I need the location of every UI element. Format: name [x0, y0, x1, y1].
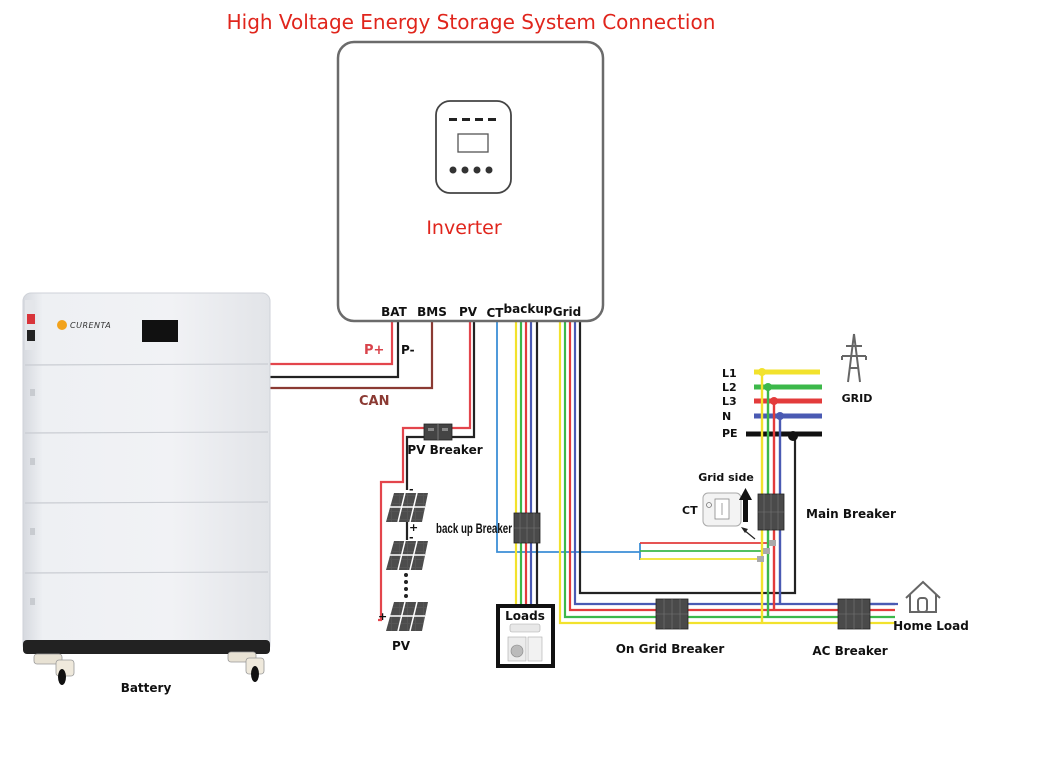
inverter: Inverter BAT BMS PV CT backup Grid [336, 40, 605, 323]
junction-l1 [758, 368, 766, 376]
grid-line-label: N [722, 410, 731, 423]
ct-sensor-icon [702, 492, 742, 527]
brand-logo: CURENTA [57, 320, 111, 330]
junction-l3 [770, 397, 778, 405]
p-minus-label: P- [401, 343, 415, 357]
on-grid-breaker [655, 598, 689, 630]
grid-line-label: PE [722, 427, 738, 440]
port-bms-label: BMS [417, 305, 447, 319]
grid-n-wire [573, 320, 895, 606]
grid-line-labels: L1 L2 L3 N PE [722, 367, 738, 440]
ac-breaker [837, 598, 871, 630]
pv-minus-1: - [409, 483, 414, 496]
port-grid-label: Grid [553, 305, 581, 319]
battery-body [22, 292, 271, 654]
inverter-button [473, 166, 481, 174]
pv-positive-wire [452, 320, 472, 430]
loads-box [496, 604, 555, 668]
grid-line-label: L3 [722, 395, 737, 408]
inverter-button [485, 166, 493, 174]
diagram-title: High Voltage Energy Storage System Conne… [227, 10, 716, 34]
battery-wheel-left [33, 653, 75, 685]
grid-l2-wire [563, 320, 895, 619]
pv-plus-3: + [378, 610, 387, 623]
pv-string-continuation-dots [404, 573, 408, 598]
port-bat-label: BAT [381, 305, 408, 319]
refrigerator-icon [527, 636, 543, 662]
can-wire [270, 320, 434, 390]
can-label: CAN [359, 394, 389, 409]
pv-breaker-out-positive [378, 426, 425, 622]
ac-breaker-label: AC Breaker [812, 644, 887, 658]
home-load-label: Home Load [893, 619, 969, 633]
air-conditioner-icon [509, 623, 541, 633]
inverter-screen [457, 133, 489, 153]
junction-n [776, 412, 784, 420]
loads-label: Loads [505, 609, 545, 623]
pv-panel-3 [386, 601, 428, 632]
grid-l3-wire [568, 320, 895, 612]
house-icon [905, 580, 941, 613]
main-breaker-label: Main Breaker [806, 507, 896, 521]
backup-breaker [513, 512, 541, 544]
wires [270, 320, 898, 625]
brand-name: CURENTA [70, 321, 111, 330]
pv-panel-2 [386, 540, 428, 571]
pv-negative-wire [452, 320, 476, 439]
battery-terminal-negative [27, 330, 35, 341]
inverter-label: Inverter [426, 217, 502, 239]
ct-label: CT [682, 504, 698, 517]
port-ct-label: CT [487, 306, 505, 320]
inverter-button [449, 166, 457, 174]
grid-line-label: L1 [722, 367, 737, 380]
battery-display [142, 320, 178, 342]
transmission-tower-icon [841, 333, 867, 383]
battery-positive-wire [270, 320, 394, 366]
battery-terminal-positive [27, 314, 35, 324]
grid-label: GRID [842, 392, 873, 405]
pv-minus-2: - [409, 531, 414, 544]
inverter-button [461, 166, 469, 174]
pv-breaker-label: PV Breaker [407, 443, 482, 457]
on-grid-breaker-label: On Grid Breaker [616, 642, 725, 656]
grid-line-label: L2 [722, 381, 737, 394]
battery-negative-wire [270, 320, 400, 379]
pv-panel-1 [386, 492, 428, 523]
pv-array-label: PV [392, 639, 411, 653]
grid-pe-wire [578, 320, 797, 595]
port-pv-label: PV [459, 305, 478, 319]
grid-l1-wire [558, 320, 895, 625]
ct-clamp-pointer-icon [741, 527, 756, 540]
junction-pe [788, 431, 798, 441]
grid-side-arrow-icon [739, 488, 752, 522]
ct-clamps [757, 540, 776, 562]
ct-wire [496, 320, 640, 553]
port-backup-label: backup [504, 302, 553, 316]
inverter-display-panel [435, 100, 512, 194]
battery: CURENTA [22, 292, 271, 685]
battery-label: Battery [121, 681, 172, 695]
grid-side-label: Grid side [698, 471, 754, 484]
main-breaker [757, 493, 785, 531]
pv-plus-1: + [409, 521, 418, 534]
junction-l2 [764, 383, 772, 391]
battery-wheel-right [227, 651, 265, 682]
p-plus-label: P+ [364, 343, 384, 358]
pv-breaker-out-negative [405, 435, 425, 490]
backup-breaker-label: back up Breaker [436, 520, 512, 536]
pv-breaker [423, 423, 453, 441]
